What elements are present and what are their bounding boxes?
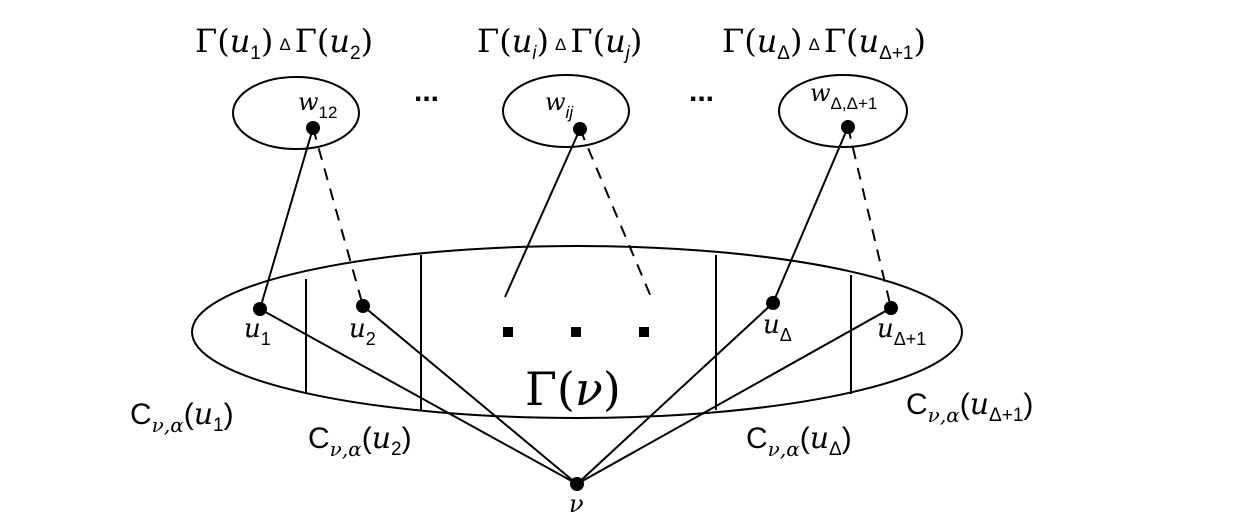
set-ellipse-3 xyxy=(778,74,908,148)
vertex-udelta1 xyxy=(884,301,898,315)
ellipsis-square-1 xyxy=(503,327,513,337)
witness-vertex-wij xyxy=(573,122,587,136)
witness-label-2: wij xyxy=(545,88,574,122)
vertex-udelta xyxy=(766,296,780,310)
ellipsis-square-3 xyxy=(639,327,649,337)
edge-v-u1 xyxy=(259,308,578,485)
edge-w12-u2 xyxy=(312,127,364,307)
ellipsis-square-2 xyxy=(571,327,581,337)
class-label-u1: Cν,α(u1) xyxy=(130,397,234,437)
set-ellipse-2 xyxy=(502,74,630,148)
ellipsis-right: ... xyxy=(689,75,714,108)
vertex-label-u2: u2 xyxy=(349,314,376,349)
neighborhood-ellipse xyxy=(191,245,963,419)
vertex-label-udelta: uΔ xyxy=(763,310,792,345)
ellipsis-left: ... xyxy=(414,75,439,108)
edge-v-udelta1 xyxy=(576,307,892,485)
center-vertex-v xyxy=(570,477,584,491)
center-vertex-label: ν xyxy=(569,490,584,518)
class-label-udelta1: Cν,α(uΔ+1) xyxy=(906,387,1033,427)
edge-wdelta-udelta1 xyxy=(847,126,892,309)
witness-vertex-wdelta xyxy=(841,120,855,134)
edge-w12-u1 xyxy=(259,127,314,310)
set-ellipse-1 xyxy=(232,76,360,150)
witness-vertex-w12 xyxy=(306,121,320,135)
edge-wij-left xyxy=(504,128,581,298)
vertex-u2 xyxy=(356,299,370,313)
vertex-label-udelta1: uΔ+1 xyxy=(877,314,926,349)
class-label-udelta: Cν,α(uΔ) xyxy=(746,421,852,461)
neighborhood-label: Γ(ν) xyxy=(525,362,621,416)
edge-wdelta-udelta xyxy=(772,126,849,304)
edge-v-u2 xyxy=(362,305,578,485)
class-label-u2: Cν,α(u2) xyxy=(308,421,412,461)
witness-label-3: wΔ,Δ+1 xyxy=(810,79,877,113)
vertex-u1 xyxy=(253,302,267,316)
edge-wij-right xyxy=(579,128,652,298)
witness-label-1: w12 xyxy=(298,88,337,122)
edge-v-udelta xyxy=(576,302,774,485)
vertex-label-u1: u1 xyxy=(244,314,271,349)
